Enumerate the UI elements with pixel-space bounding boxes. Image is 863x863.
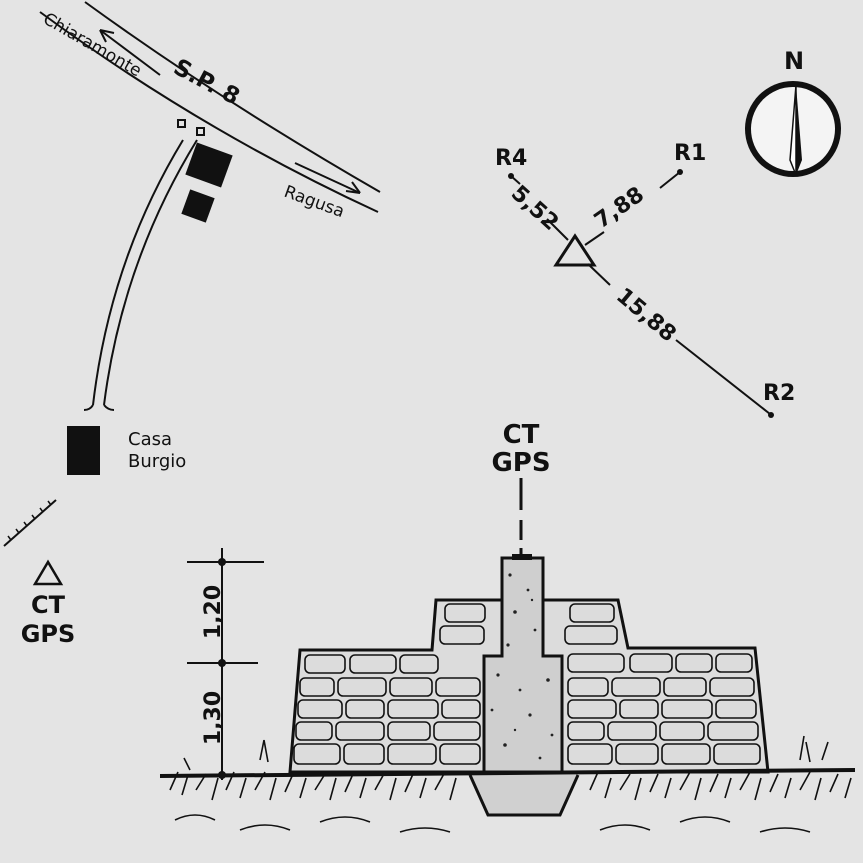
arrow-to-ragusa-head — [345, 181, 361, 194]
wall-stones — [293, 603, 761, 765]
point-r1 — [677, 169, 683, 175]
line-to-r1-a — [659, 171, 681, 189]
road-sp8-edge-upper — [84, 1, 381, 193]
ct-small-label: CT — [31, 591, 66, 619]
height-upper-label: 1,20 — [201, 585, 226, 639]
foundation-footing — [468, 774, 580, 817]
dim-top-dot — [218, 558, 226, 566]
ct-monument-label: CT — [503, 420, 540, 450]
compass-needle-dark — [796, 85, 802, 175]
side-road-edge-right — [103, 139, 198, 406]
gps-small-label: GPS — [21, 620, 76, 648]
road-sp8-edge-lower — [39, 11, 379, 213]
pillar-cap — [512, 554, 532, 560]
dim-mid-dot — [218, 659, 226, 667]
concrete-speckle — [490, 573, 554, 760]
arrow-to-chiaramonte-head — [99, 29, 115, 43]
building-small — [181, 189, 215, 223]
location-map — [3, 1, 381, 586]
casa-label: Casa — [128, 429, 172, 450]
junction-mark-1 — [177, 119, 186, 128]
building-large — [185, 142, 233, 188]
scale-bar — [3, 499, 57, 547]
height-lower-label: 1,30 — [201, 691, 226, 745]
road-name-label: S.P. 8 — [169, 54, 244, 110]
side-road-end-left — [83, 404, 94, 411]
station-triangle — [553, 233, 597, 267]
line-to-r1-b — [584, 231, 605, 246]
r2-distance: 15,88 — [611, 283, 680, 347]
point-r2 — [768, 412, 774, 418]
line-to-r4-b — [546, 218, 569, 241]
reference-sketch — [510, 171, 771, 415]
scale-ticks — [7, 500, 52, 541]
compass-needle-light — [789, 84, 797, 176]
arrow-to-ragusa — [294, 162, 361, 194]
grass-hatching — [169, 735, 852, 833]
r1-distance: 7,88 — [590, 182, 649, 234]
ground-line — [159, 768, 856, 778]
gps-monument-label: GPS — [491, 448, 550, 478]
compass-rose — [745, 81, 841, 177]
dim-bottom-dot — [218, 771, 226, 779]
north-label: N — [784, 47, 804, 75]
chiaramonte-label: Chiaramonte — [40, 9, 145, 81]
r4-label: R4 — [495, 146, 527, 171]
r2-label: R2 — [763, 381, 795, 406]
line-to-r2-a — [587, 263, 611, 286]
arrow-to-chiaramonte — [99, 29, 161, 76]
r1-label: R1 — [674, 141, 706, 166]
side-road-end-right — [103, 404, 115, 411]
side-road-edge-left — [92, 139, 184, 406]
ct-gps-triangle-small — [32, 559, 64, 586]
concrete-pillar — [482, 556, 564, 774]
junction-mark-2 — [196, 127, 205, 136]
casa-burgio-building — [67, 426, 100, 475]
ragusa-label: Ragusa — [281, 182, 347, 222]
point-r4 — [508, 173, 514, 179]
burgio-label: Burgio — [128, 451, 186, 472]
line-to-r2-b — [675, 339, 771, 415]
